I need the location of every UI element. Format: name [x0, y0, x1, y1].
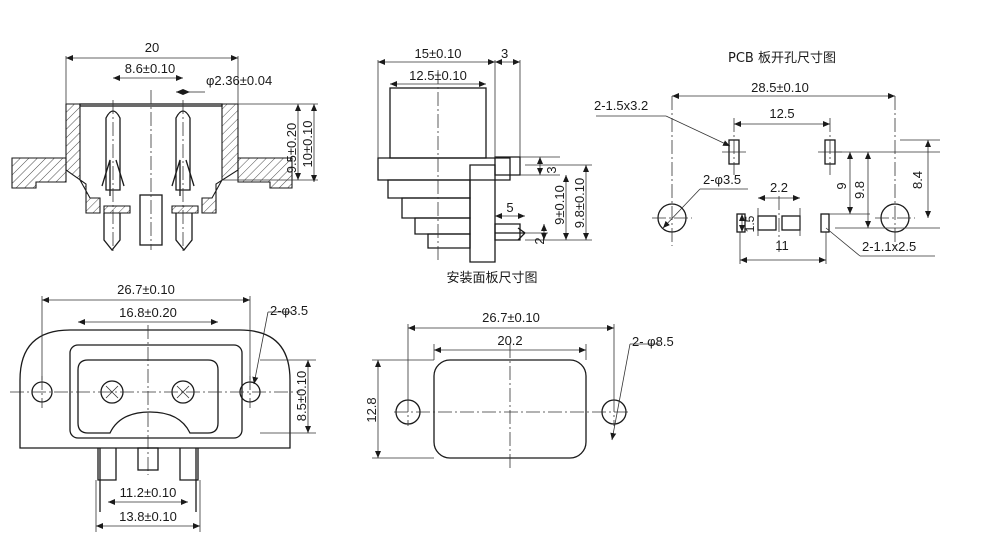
dim-profile-gap: 3 [501, 46, 508, 61]
dim-pin-diameter: φ2.36±0.04 [206, 73, 272, 88]
dim-front-flange: 26.7±0.10 [117, 282, 175, 297]
dim-profile-w-inner: 12.5±0.10 [409, 68, 467, 83]
dim-profile-offset: 5 [506, 200, 513, 215]
dim-panel-cut-w: 20.2 [497, 333, 522, 348]
dim-pcb-v98: 9.8 [852, 181, 867, 199]
dim-profile-h2: 9.8±0.10 [572, 178, 587, 229]
side-section-view: 20 8.6±0.10 φ2.36±0.04 9.5±0.20 10±0.10 [11, 40, 318, 252]
dim-pin-pitch: 8.6±0.10 [125, 61, 176, 76]
dim-front-holes: 2-φ3.5 [270, 303, 308, 318]
dim-profile-w-outer: 15±0.10 [415, 46, 462, 61]
dim-pcb-holes: 2-φ3.5 [703, 172, 741, 187]
dim-pcb-span: 28.5±0.10 [751, 80, 809, 95]
dim-profile-small: 2 [532, 237, 547, 244]
dim-profile-h1: 9±0.10 [552, 185, 567, 225]
dim-side-h1: 9.5±0.20 [284, 123, 299, 174]
dim-side-width: 20 [145, 40, 159, 55]
dim-front-body: 16.8±0.20 [119, 305, 177, 320]
dim-front-height: 8.5±0.10 [294, 371, 309, 422]
dim-pcb-v15: 1.5 [743, 215, 757, 232]
dim-front-bottom-inner: 11.2±0.10 [120, 485, 177, 500]
pcb-layout-view: PCB 板开孔尺寸图 28.5±0.10 12.5 2-1.5x3.2 2-φ [594, 51, 940, 264]
dim-pcb-pitch: 12.5 [769, 106, 794, 121]
panel-cutout-view: 安装面板尺寸图 26.7±0.10 20.2 2- φ8.5 12.8 [364, 271, 674, 468]
dim-panel-height: 12.8 [364, 397, 379, 422]
dim-pcb-v9: 9 [834, 182, 849, 189]
dim-panel-holes: 2- φ8.5 [632, 334, 674, 349]
dim-side-h2: 10±0.10 [300, 121, 315, 168]
side-profile-view: 15±0.10 12.5±0.10 3 3 5 9±0.10 9.8±0.10 … [377, 46, 592, 263]
dim-front-bottom-outer: 13.8±0.10 [119, 509, 177, 524]
pcb-layout-title: PCB 板开孔尺寸图 [728, 51, 836, 66]
dim-pcb-w-mid: 2.2 [770, 180, 788, 195]
dim-profile-step: 3 [544, 166, 559, 173]
dim-pcb-slot-small: 2-1.1x2.5 [862, 239, 916, 254]
dim-pcb-v11: 11 [775, 238, 789, 253]
front-view: 26.7±0.10 16.8±0.20 2-φ3.5 8.5±0.10 11.2… [10, 282, 316, 532]
dim-pcb-slot-large: 2-1.5x3.2 [594, 98, 648, 113]
panel-cutout-title: 安装面板尺寸图 [446, 271, 537, 286]
dim-panel-span: 26.7±0.10 [482, 310, 540, 325]
dim-pcb-v84: 8.4 [910, 171, 925, 189]
